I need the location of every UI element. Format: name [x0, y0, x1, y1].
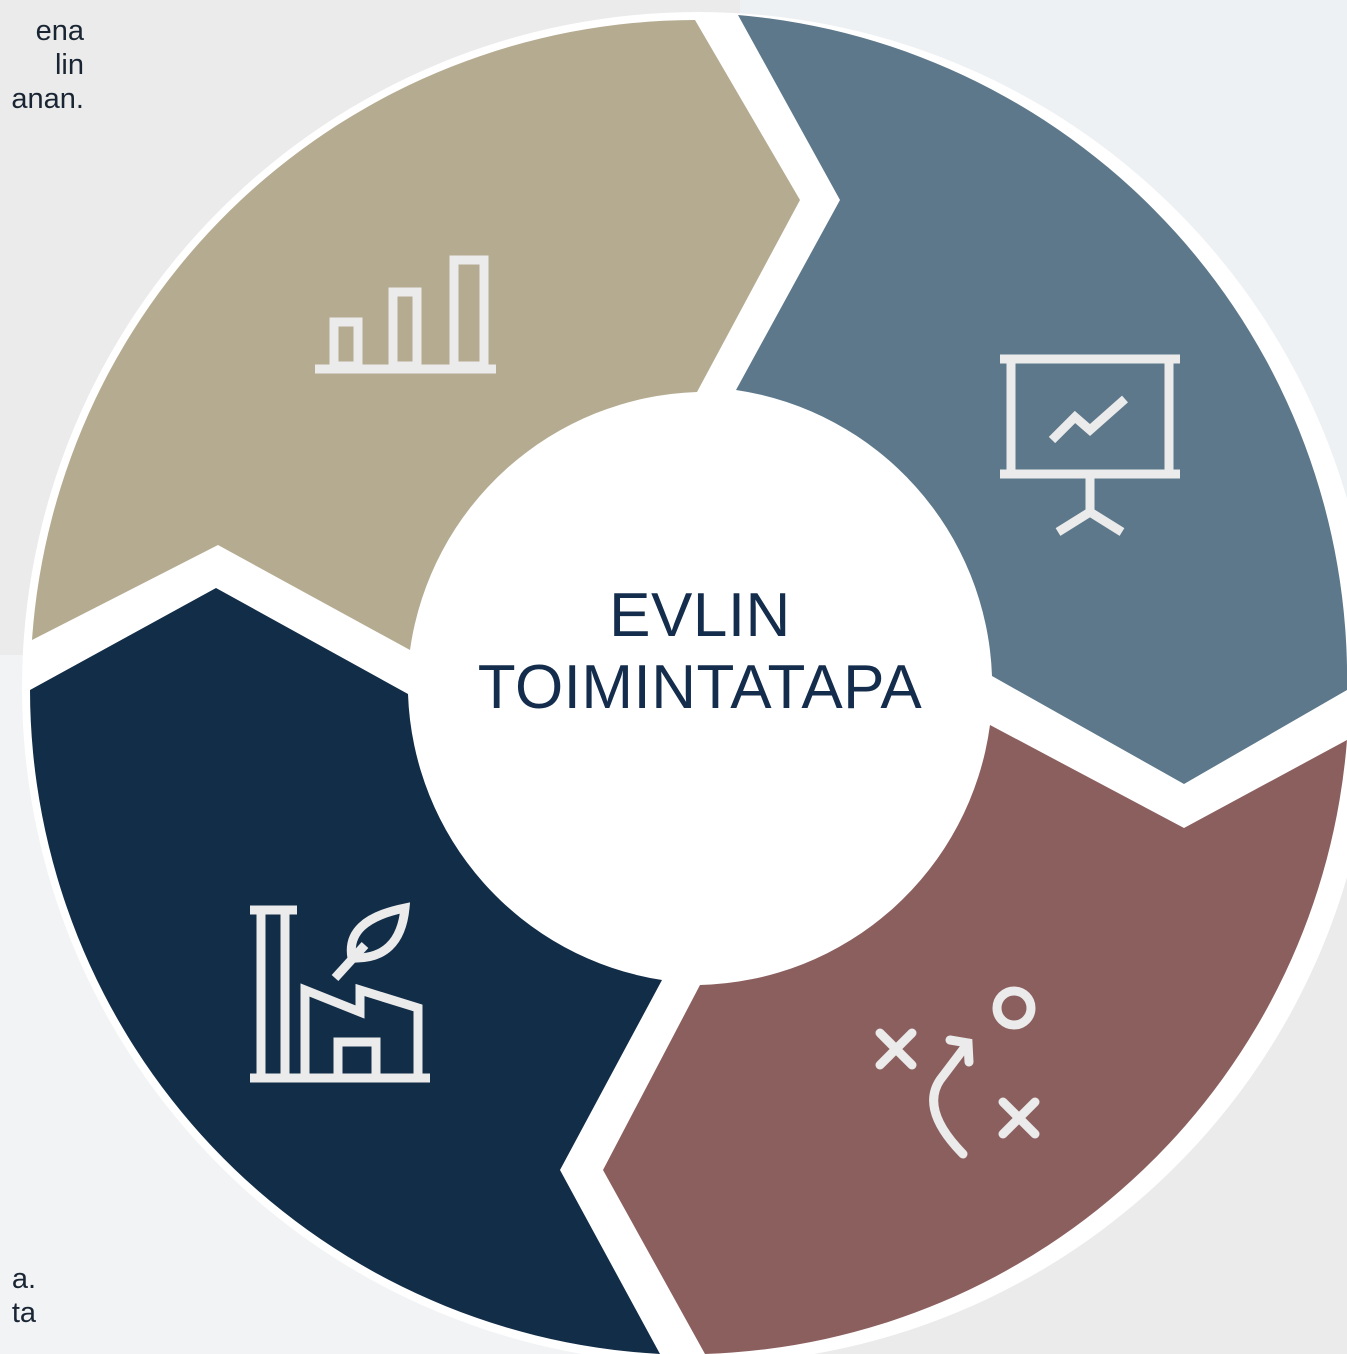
center-title-line-1: EVLIN	[609, 581, 791, 650]
bar-chart-icon	[315, 255, 496, 374]
segment-top-right[interactable]	[736, 15, 1347, 784]
side-text-line: ena	[35, 15, 84, 47]
center-title-line-2: TOIMINTATAPA	[477, 653, 923, 722]
cropped-side-text-bottom: a.ta	[0, 1262, 36, 1330]
center-circle	[410, 399, 990, 979]
side-text-line: anan.	[11, 83, 84, 115]
strategy-play-icon	[875, 986, 1040, 1159]
sustainable-factory-icon	[250, 902, 430, 1083]
presentation-board-icon	[1000, 354, 1180, 536]
side-text-line: a.	[11, 1263, 36, 1295]
center-title: EVLIN TOIMINTATAPA	[410, 580, 990, 724]
side-text-line: ta	[11, 1297, 36, 1329]
side-text-line: lin	[54, 49, 84, 81]
segment-bottom-right[interactable]	[603, 725, 1347, 1354]
